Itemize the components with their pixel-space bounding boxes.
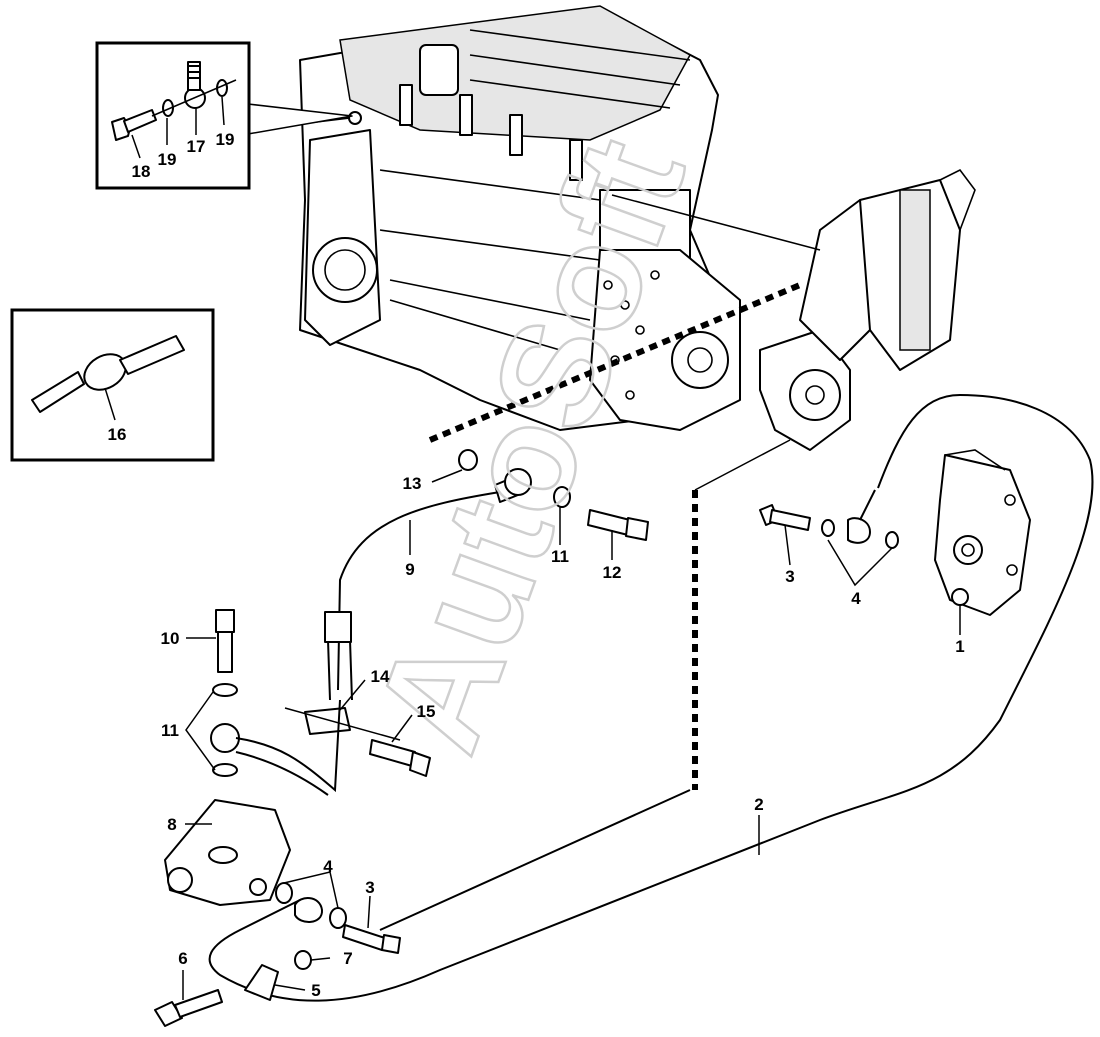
routing-dashed-line [428,282,802,443]
callout-11-left: 11 [161,721,179,740]
callout-1: 1 [955,637,964,656]
callout-14: 14 [371,667,390,686]
callout-labels: 1 2 3 3 4 4 5 6 7 8 9 10 11 11 12 13 14 … [108,130,965,1000]
callout-3-bottom: 3 [365,878,374,897]
fuel-hose-9 [324,449,649,701]
filter-bracket-assembly [164,609,341,906]
callout-17: 17 [187,137,206,156]
callout-5: 5 [311,981,320,1000]
callout-8: 8 [167,815,176,834]
callout-9: 9 [405,560,414,579]
engine-block [299,5,976,451]
callout-6: 6 [178,949,187,968]
callout-10: 10 [161,629,180,648]
leader-lines [104,96,961,1000]
callout-4-bottom: 4 [323,857,333,876]
callout-4-top: 4 [851,589,861,608]
inset-hose-connector [10,308,215,462]
callout-7: 7 [343,949,352,968]
callout-19-right: 19 [216,130,235,149]
callout-12: 12 [603,563,622,582]
callout-19-left: 19 [158,150,177,169]
callout-2: 2 [754,795,763,814]
fuel-filter-head [934,449,1031,616]
fitting-set-bottom [154,882,401,1027]
callout-15: 15 [417,702,436,721]
callout-3-top: 3 [785,567,794,586]
callout-16: 16 [108,425,127,444]
fitting-set-right [759,489,899,549]
callout-18: 18 [132,162,151,181]
callout-13: 13 [403,474,422,493]
callout-11-top: 11 [551,547,569,566]
